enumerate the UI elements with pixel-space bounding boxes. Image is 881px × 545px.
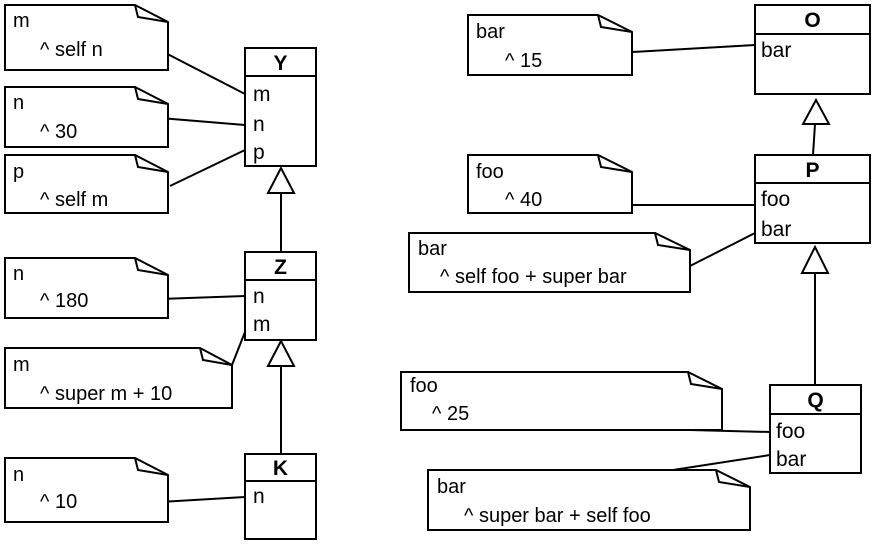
note-selector: foo [476, 161, 504, 183]
note-p-bar: bar ^ self foo + super bar [408, 232, 691, 293]
class-p: P foo bar [754, 154, 871, 244]
class-member: m [253, 83, 271, 106]
note-selector: n [13, 92, 24, 114]
class-q: Q foo bar [769, 384, 862, 474]
note-selector: bar [418, 238, 447, 260]
note-body: ^ self n [40, 39, 103, 61]
connector-p-bar [689, 232, 756, 267]
class-name: Z [274, 256, 287, 279]
class-member: bar [761, 218, 791, 241]
inheritance-arrows [266, 97, 831, 454]
class-member: foo [761, 188, 790, 211]
note-body: ^ 15 [505, 50, 542, 72]
class-y: Y m n p [244, 47, 317, 167]
connector-y-p [169, 149, 246, 187]
class-member: m [253, 313, 271, 336]
note-body: ^ 25 [432, 403, 469, 425]
inherit-triangle-k-z [266, 338, 296, 367]
class-name: P [805, 159, 819, 182]
note-selector: p [13, 161, 24, 183]
class-k: K n [244, 453, 317, 540]
note-selector: m [13, 10, 30, 32]
note-y-p: p ^ self m [4, 154, 169, 214]
note-selector: foo [410, 375, 438, 397]
note-z-n: n ^ 180 [4, 257, 169, 319]
note-selector: m [13, 354, 30, 376]
note-selector: bar [437, 476, 466, 498]
note-body: ^ super bar + self foo [464, 505, 651, 527]
class-name: Y [273, 52, 287, 75]
note-selector: bar [476, 21, 505, 43]
note-body: ^ 10 [40, 491, 77, 513]
inherit-triangle-q-p [800, 244, 830, 274]
inherit-triangle-p-o [801, 97, 831, 125]
class-member: p [253, 141, 265, 164]
note-k-n: n ^ 10 [4, 457, 169, 523]
connector-y-n [159, 117, 246, 126]
class-o: O bar [754, 4, 871, 95]
note-body: ^ 180 [40, 290, 88, 312]
class-name: K [273, 457, 288, 480]
note-q-foo: foo ^ 25 [400, 371, 723, 431]
note-selector: n [13, 263, 24, 285]
class-member: n [253, 285, 265, 308]
note-y-m: m ^ self n [4, 4, 169, 71]
class-member: bar [761, 39, 791, 62]
inherit-line-p-o [812, 123, 816, 156]
class-member: foo [776, 420, 805, 443]
inherit-triangle-z-y [266, 165, 296, 194]
note-z-m: m ^ super m + 10 [4, 347, 233, 409]
class-z: Z n m [244, 251, 317, 341]
note-p-foo: foo ^ 40 [467, 154, 633, 214]
class-member: bar [776, 448, 806, 471]
note-selector: n [13, 464, 24, 486]
note-body: ^ super m + 10 [40, 383, 172, 405]
connector-o-bar [631, 44, 756, 53]
connector-z-m [229, 331, 246, 371]
note-o-bar: bar ^ 15 [467, 14, 633, 76]
note-y-n: n ^ 30 [4, 86, 169, 148]
class-member: n [253, 485, 265, 508]
connector-k-n [159, 496, 246, 503]
note-body: ^ 40 [505, 189, 542, 211]
note-body: ^ self m [40, 189, 108, 211]
note-body: ^ 30 [40, 121, 77, 143]
note-body: ^ self foo + super bar [440, 266, 627, 288]
class-name: O [804, 9, 820, 32]
class-member: n [253, 113, 265, 136]
class-name: Q [807, 389, 823, 412]
note-q-bar: bar ^ super bar + self foo [427, 469, 751, 531]
connector-z-n [159, 295, 246, 300]
